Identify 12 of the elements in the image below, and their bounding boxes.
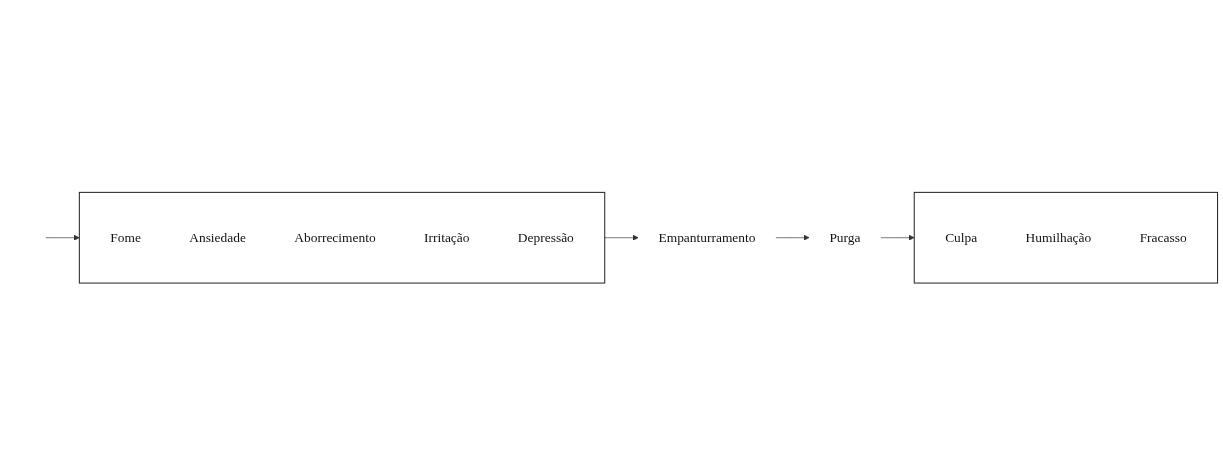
node-text: Fracasso: [1139, 230, 1187, 245]
node-text: Aborrecimento: [294, 230, 376, 245]
node-text: Fome: [110, 230, 141, 245]
node-text: Purga: [829, 230, 861, 245]
cluster: [78, 191, 606, 284]
node-text: Humilhação: [1025, 230, 1092, 245]
node-text: Ansiedade: [189, 230, 246, 245]
cluster: [913, 191, 1219, 284]
node-text: Culpa: [945, 230, 978, 245]
node-text: Empanturramento: [658, 230, 756, 245]
node-text: Irritação: [424, 230, 470, 245]
node-text: Depressão: [517, 230, 574, 245]
